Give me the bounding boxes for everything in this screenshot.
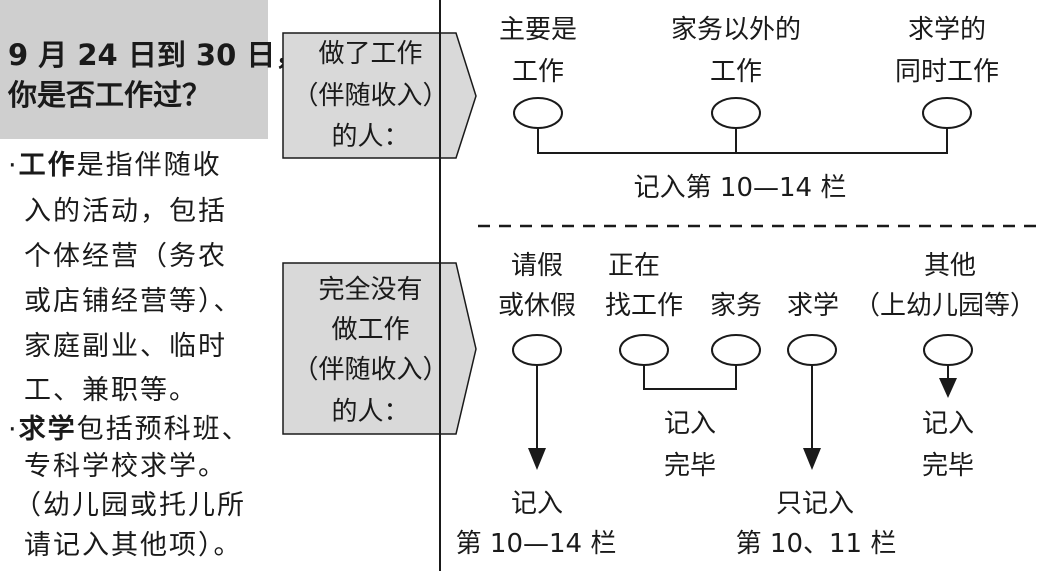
result-study-line-1: 只记入	[775, 489, 854, 519]
bullet: ·	[8, 414, 19, 445]
option-leave-line-2: 或休假	[497, 291, 576, 321]
worked-box-line-2: （伴随收入）	[292, 81, 449, 111]
option-side-work-line-2: 工作	[709, 57, 762, 87]
work-note-line-4: 或店铺经营等）、	[24, 286, 243, 317]
study-heading: 求学	[18, 414, 77, 445]
result-done-middle-line-1: 记入	[663, 409, 716, 439]
oval-side-work	[711, 97, 761, 129]
oval-leave	[512, 334, 562, 366]
option-study-work-line-1: 求学的	[907, 15, 986, 45]
worked-pentagon	[282, 32, 477, 159]
oval-main-work	[513, 97, 563, 129]
oval-study-work	[922, 97, 972, 129]
result-study-line-2: 第 10、11 栏	[735, 529, 897, 559]
study-note-line-2: 专科学校求学。	[24, 451, 227, 482]
worked-box-line-3: 的人：	[331, 122, 410, 152]
option-job-search-line-1: 正在	[607, 251, 660, 281]
not-worked-pentagon	[282, 262, 477, 435]
not-worked-box-line-2: 做工作	[331, 315, 410, 345]
study-note-line-1: ·求学包括预科班、	[8, 410, 251, 450]
oval-other	[923, 334, 973, 366]
work-note-line-1: ·工作是指伴随收	[8, 146, 222, 186]
question-box	[0, 0, 268, 139]
work-note-text: 是指伴随收	[76, 150, 222, 181]
arrow-leave-head	[528, 448, 546, 470]
result-done-middle-line-2: 完毕	[663, 451, 716, 481]
result-leave-line-2: 第 10—14 栏	[455, 529, 617, 559]
job-housework-bracket	[643, 365, 737, 390]
oval-job-search	[619, 334, 669, 366]
option-main-work-line-1: 主要是	[498, 15, 577, 45]
arrow-other-head	[939, 378, 957, 398]
result-done-right-line-1: 记入	[921, 409, 974, 439]
work-note-line-2: 入的活动，包括	[24, 196, 227, 227]
study-note-text: 包括预科班、	[76, 414, 251, 445]
upper-bracket	[537, 128, 948, 154]
bullet: ·	[8, 150, 19, 181]
worked-result: 记入第 10—14 栏	[633, 173, 847, 203]
question-line-1: 9 月 24 日到 30 日，	[8, 38, 305, 72]
oval-housework	[711, 334, 761, 366]
question-line-2: 你是否工作过？	[8, 78, 212, 112]
work-note-line-5: 家庭副业、临时	[24, 331, 227, 362]
worked-box-line-1: 做了工作	[318, 39, 423, 69]
option-leave-line-1: 请假	[510, 251, 563, 281]
work-note-line-3: 个体经营（务农	[24, 241, 227, 272]
not-worked-box-line-3: （伴随收入）	[292, 355, 449, 385]
work-heading: 工作	[18, 150, 77, 181]
study-note-line-3: （幼儿园或托儿所	[14, 490, 246, 521]
not-worked-box-line-4: 的人：	[331, 397, 410, 427]
option-study-work-line-2: 同时工作	[894, 57, 999, 87]
option-housework: 家务	[709, 291, 762, 321]
option-study: 求学	[786, 291, 839, 321]
work-note-line-6: 工、兼职等。	[24, 375, 198, 406]
not-worked-box-line-1: 完全没有	[318, 275, 423, 305]
vertical-divider	[439, 0, 441, 571]
study-note-line-4: 请记入其他项）。	[24, 530, 243, 561]
option-side-work-line-1: 家务以外的	[670, 15, 801, 45]
option-main-work-line-2: 工作	[511, 57, 564, 87]
option-other-line-2: （上幼儿园等）	[853, 291, 1036, 321]
result-done-right-line-2: 完毕	[921, 451, 974, 481]
oval-study	[787, 334, 837, 366]
option-other-line-1: 其他	[923, 251, 976, 281]
arrow-study-head	[803, 448, 821, 470]
option-job-search-line-2: 找工作	[604, 291, 683, 321]
result-leave-line-1: 记入	[510, 489, 563, 519]
